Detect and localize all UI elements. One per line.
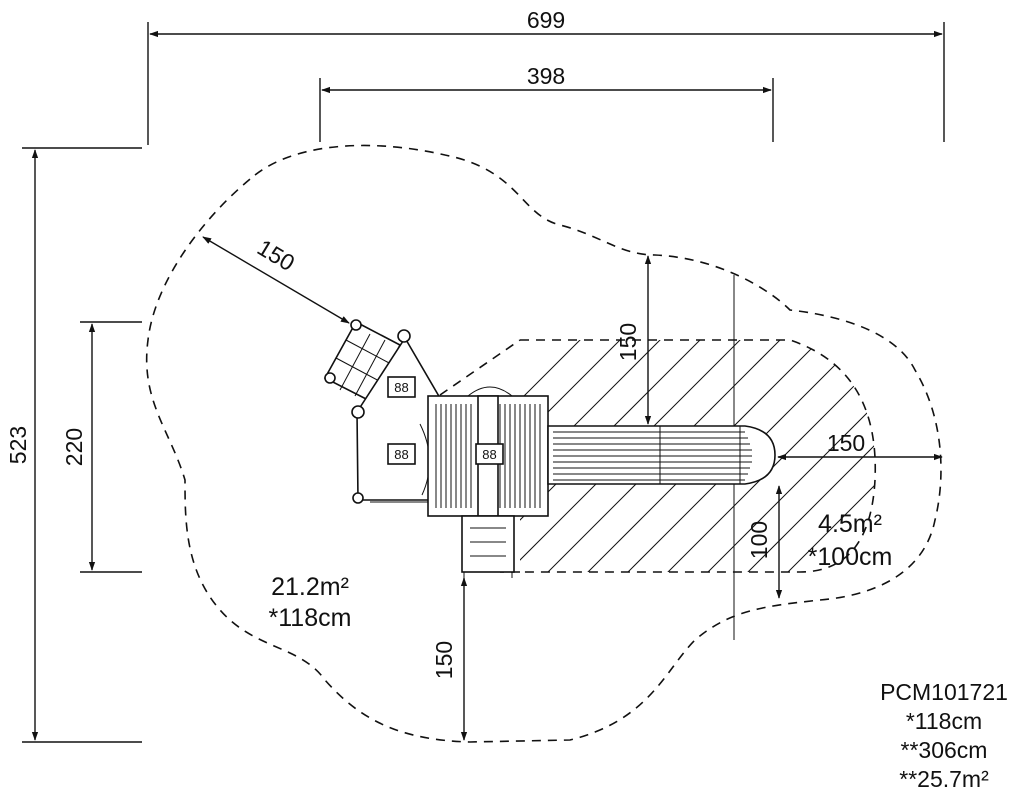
slide-exit-depth-label: 100	[746, 521, 772, 559]
inner-width-label: 398	[527, 63, 565, 89]
platform-tag-3: 88	[475, 443, 504, 465]
slide-safety-zone-outline	[520, 339, 877, 573]
product-info-block: PCM101721 *118cm **306cm **25.7m²	[880, 679, 1008, 792]
bottom-clearance-label: 150	[431, 641, 457, 679]
dimension-right-clearance: 150	[777, 430, 943, 461]
dimension-overall-height: 523	[5, 147, 142, 743]
dimension-left-side: 220	[61, 321, 142, 573]
platform-tag-2: 88	[387, 443, 416, 465]
main-height-label: *118cm	[269, 604, 352, 632]
svg-text:88: 88	[394, 380, 408, 395]
step-ladder	[461, 515, 515, 578]
post-top	[397, 329, 411, 343]
dimension-slide-clearance: 150	[615, 255, 652, 425]
post-bottom-left	[352, 492, 364, 504]
platform-tag-1: 88	[387, 376, 416, 398]
dimension-inner-width: 398	[319, 63, 774, 142]
dimension-slide-exit-depth: 100	[746, 485, 783, 599]
post-top-left	[351, 405, 365, 419]
left-side-label: 220	[61, 428, 87, 466]
svg-text:88: 88	[482, 447, 496, 462]
slide-area-label: 4.5m²	[818, 510, 882, 538]
dimension-bottom-clearance: 150	[431, 577, 468, 741]
product-height: *118cm	[906, 708, 982, 734]
deck-arch	[467, 386, 513, 397]
main-safety-zone-outline	[146, 144, 942, 743]
dimension-diagonal-clearance: 150	[202, 234, 350, 324]
play-structure: 88 88 88	[323, 319, 776, 578]
slide-height-label: *100cm	[808, 543, 893, 571]
dimension-overall-width: 699	[147, 7, 945, 145]
product-code: PCM101721	[880, 679, 1008, 705]
slide-clearance-label: 150	[615, 323, 641, 361]
zone-link-top	[439, 339, 521, 396]
product-fall-height: **306cm	[901, 737, 988, 763]
tube-slide	[547, 425, 776, 485]
svg-text:88: 88	[394, 447, 408, 462]
overall-width-label: 699	[527, 7, 565, 33]
product-total-area: **25.7m²	[899, 766, 989, 792]
main-area-label: 21.2m²	[271, 573, 349, 601]
overall-height-label: 523	[5, 426, 31, 464]
